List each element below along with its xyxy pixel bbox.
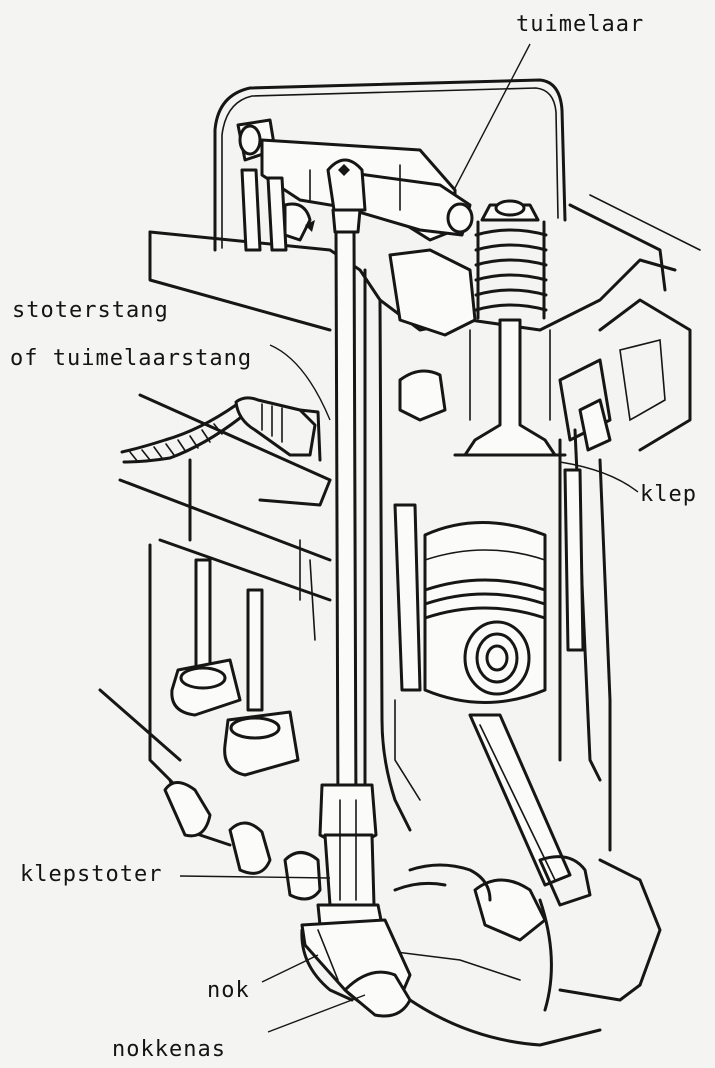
leader-nok	[261, 954, 319, 983]
label-klep: klep	[640, 482, 697, 507]
leader-klepstoter	[179, 875, 331, 879]
spark-plug	[120, 396, 322, 464]
engine-block	[98, 268, 612, 862]
label-stoterstang: stoterstang	[12, 298, 169, 323]
label-tuimelaarstang: of tuimelaarstang	[10, 346, 253, 371]
pushrod	[318, 158, 378, 907]
connecting-rod	[468, 713, 662, 1012]
crankcase	[379, 863, 642, 1047]
valve-cover	[213, 78, 567, 252]
label-klepstoter: klepstoter	[20, 862, 163, 887]
leader-klep	[559, 461, 639, 493]
leader-lines	[179, 43, 639, 1033]
label-nokkenas: nokkenas	[112, 1037, 226, 1062]
leader-tuimelaar	[454, 43, 531, 189]
rear-pushrods	[163, 558, 322, 901]
label-nok: nok	[207, 978, 250, 1003]
label-tuimelaar: tuimelaar	[516, 12, 645, 37]
valve	[398, 199, 567, 457]
leader-stoterstang	[269, 344, 331, 421]
piston	[423, 521, 547, 704]
leader-nokkenas	[267, 994, 366, 1033]
cam-and-camshaft	[300, 903, 412, 1018]
